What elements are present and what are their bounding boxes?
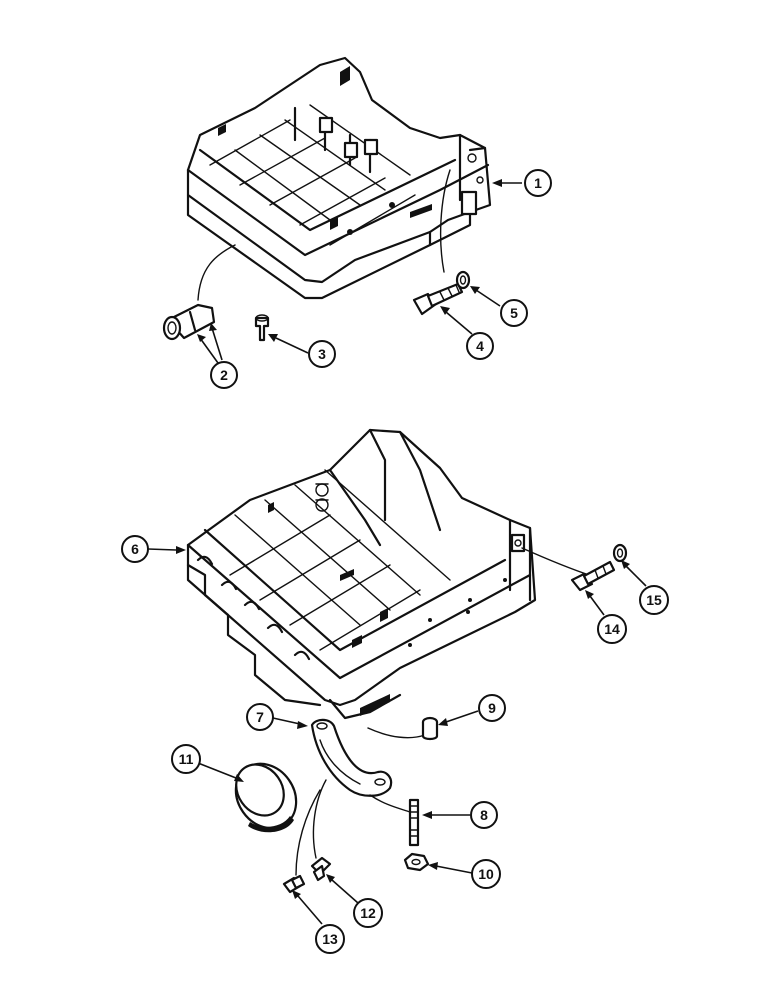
callout-8: 8 [422,801,498,829]
nut-part [403,852,430,872]
stud-part [369,794,420,847]
callout-13: 13 [292,890,345,954]
callout-label-12: 12 [360,905,376,921]
sleeve-part [367,716,439,741]
callout-10: 10 [428,859,501,889]
callout-label-10: 10 [478,866,494,882]
callout-label-3: 3 [318,346,326,362]
callout-label-6: 6 [131,541,139,557]
callout-4: 4 [440,306,494,360]
callout-3: 3 [268,334,336,368]
callout-7: 7 [246,703,308,731]
fitting-part-12 [310,779,332,882]
callout-label-15: 15 [646,592,662,608]
callout-label-9: 9 [488,700,496,716]
callout-1: 1 [492,169,552,197]
bushing-pair-part [162,244,236,341]
callout-label-8: 8 [480,807,488,823]
seal-ring-part [234,762,298,833]
washer-part-5 [455,270,471,290]
callout-label-11: 11 [179,751,194,767]
callout-11: 11 [171,744,244,782]
callout-label-14: 14 [604,621,620,637]
callout-label-2: 2 [220,367,228,383]
callout-label-1: 1 [534,175,542,191]
bearing-cap-part [310,718,393,797]
callout-14: 14 [585,590,627,644]
lower-housing-part [186,428,537,720]
callout-label-13: 13 [322,931,338,947]
fitting-part-13 [282,789,321,894]
callout-6: 6 [121,535,186,563]
callout-9: 9 [438,694,506,726]
callout-label-4: 4 [476,338,484,354]
bolt-part-4 [412,169,464,316]
callout-2: 2 [197,323,238,389]
callout-15: 15 [621,560,669,615]
washer-part-15 [612,543,628,563]
callout-5: 5 [470,286,528,327]
callout-12: 12 [326,874,383,928]
fitting-part [254,314,270,342]
bolt-part-14 [521,547,616,592]
callout-label-7: 7 [256,709,264,725]
callout-label-5: 5 [510,305,518,321]
upper-housing-part [186,56,492,300]
